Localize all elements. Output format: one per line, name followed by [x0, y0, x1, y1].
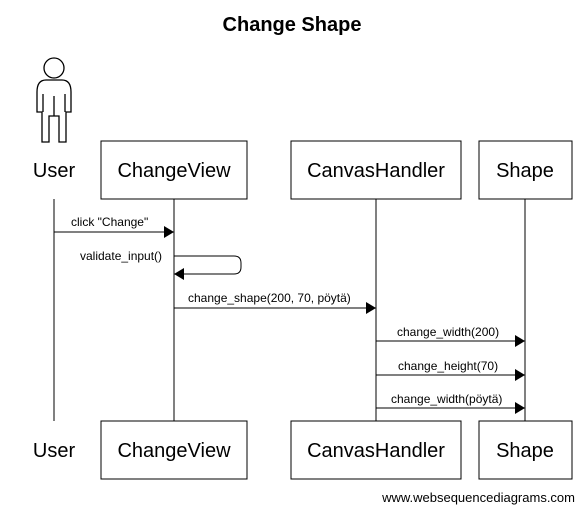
participant-changeview-bottom: ChangeView: [117, 440, 231, 462]
participant-box-shape-bottom: [478, 420, 573, 480]
lifelines: [53, 199, 526, 421]
participant-box-canvashandler-bottom: [290, 420, 462, 480]
participant-box-changeview-top: [100, 140, 248, 200]
message-label: validate_input(): [80, 249, 162, 263]
participant-shape-top: Shape: [496, 160, 554, 182]
participant-user-bottom: User: [33, 440, 76, 462]
participant-changeview-top: ChangeView: [117, 160, 231, 182]
participant-box-changeview-bottom: [100, 420, 248, 480]
message-label: change_width(200): [397, 325, 499, 339]
watermark-text: www.websequencediagrams.com: [381, 490, 575, 505]
message-change-width-poyta: change_width(pöytä): [376, 392, 525, 414]
participant-shape-bottom: Shape: [496, 440, 554, 462]
participant-box-shape-top: [478, 140, 573, 200]
message-change-width-200: change_width(200): [376, 325, 525, 347]
message-validate-input: validate_input(): [80, 249, 242, 280]
participant-box-canvashandler-top: [290, 140, 462, 200]
message-change-height-70: change_height(70): [376, 359, 525, 381]
message-label: change_width(pöytä): [391, 392, 502, 406]
message-change-shape: change_shape(200, 70, pöytä): [174, 291, 376, 314]
actor-icon: [36, 57, 72, 143]
participant-canvashandler-top: CanvasHandler: [307, 160, 445, 182]
diagram-title: Change Shape: [223, 14, 362, 36]
participant-canvashandler-bottom: CanvasHandler: [307, 440, 445, 462]
message-label: change_shape(200, 70, pöytä): [188, 291, 351, 305]
message-label: change_height(70): [398, 359, 498, 373]
message-label: click "Change": [71, 215, 148, 229]
message-click-change: click "Change": [54, 215, 174, 238]
participant-user-top: User: [33, 160, 76, 182]
